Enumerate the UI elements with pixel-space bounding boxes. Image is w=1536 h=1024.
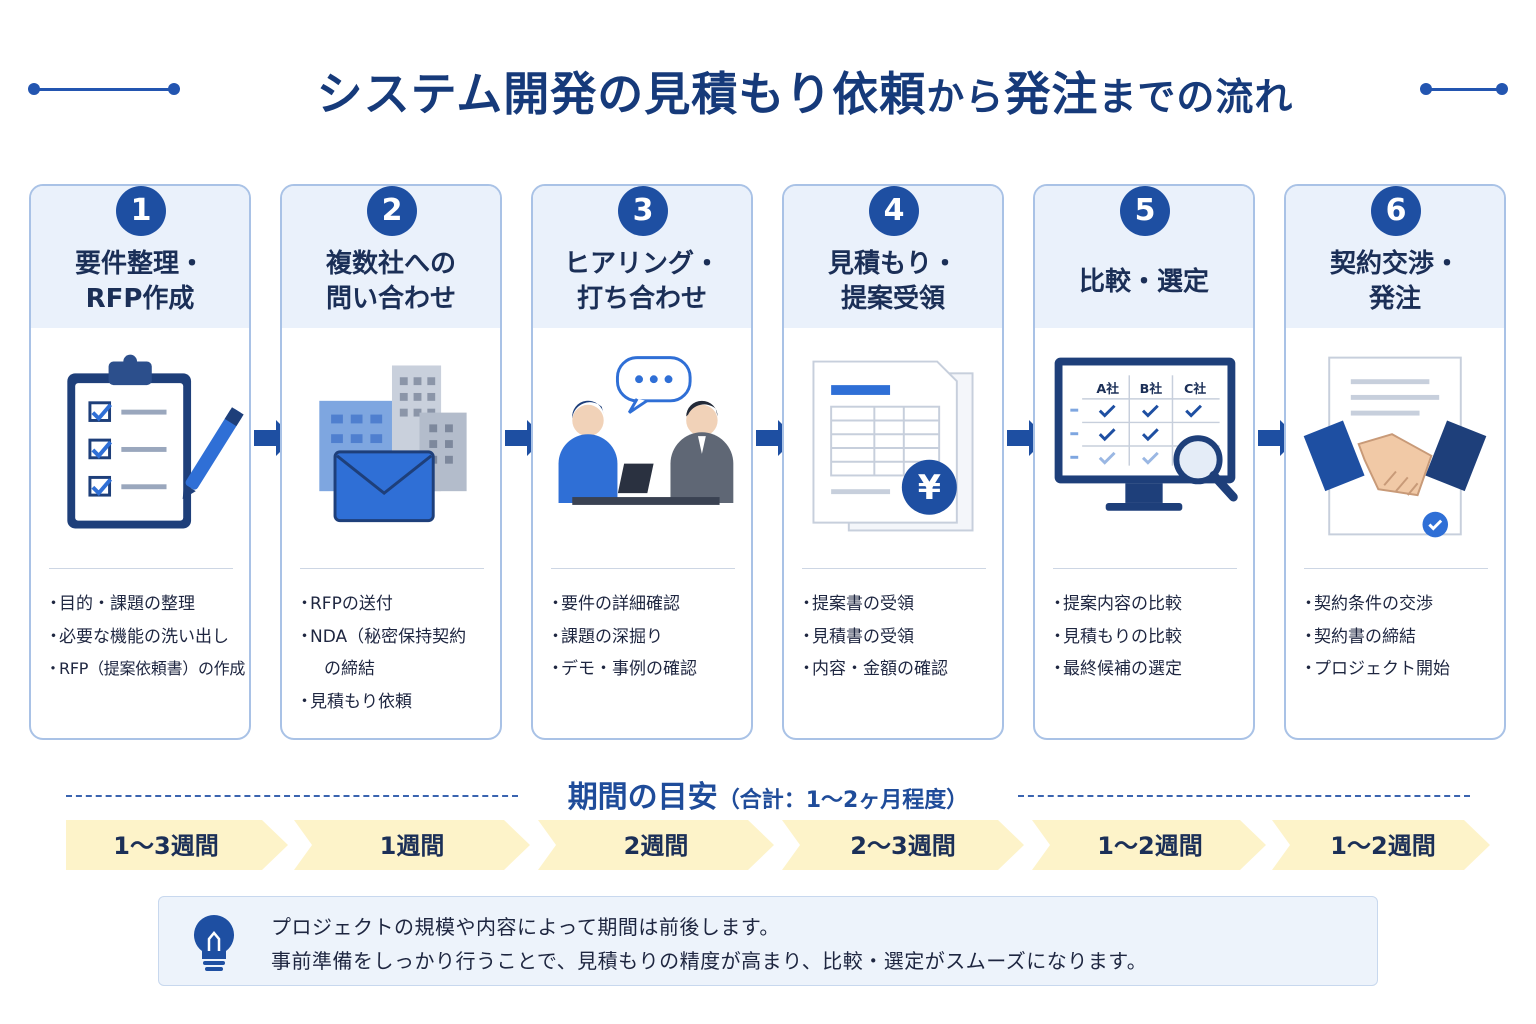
divider <box>49 568 233 569</box>
column-c-label: C社 <box>1184 381 1206 397</box>
dashed-rule-left <box>66 795 518 797</box>
duration-chevron-3 <box>538 820 774 870</box>
duration-chevron-4 <box>782 820 1024 870</box>
step-title: ヒアリング・ 打ち合わせ <box>563 249 720 314</box>
note-text: 事前準備をしっかり行うことで、見積もりの精度が高まり、比較・選定がスムーズになり… <box>271 949 1148 973</box>
divider <box>802 568 986 569</box>
step-card-1: 1 要件整理・ RFP作成 ・目的・課題の整理 ・必要な機能の洗い出し ・RFP… <box>29 184 251 740</box>
title-part: 発注 <box>1004 67 1099 121</box>
duration-label-5: 1〜2週間 <box>1097 832 1203 860</box>
title-dot <box>1420 83 1432 95</box>
step-bullet-list: ・RFPの送付 ・NDA（秘密保持契約の締結 ・見積もり依頼 <box>296 588 496 718</box>
duration-title: 期間の目安（合計：1〜2ヶ月程度） <box>567 780 969 815</box>
step-bullet-list: ・提案書の受領 ・見積書の受領 ・内容・金額の確認 <box>798 588 998 686</box>
title-rule-left <box>32 88 174 91</box>
quotation-document-icon: ¥ <box>812 360 974 532</box>
step-title: 比較・選定 <box>1078 266 1209 297</box>
duration-label-6: 1〜2週間 <box>1330 832 1436 860</box>
column-a-label: A社 <box>1096 381 1119 397</box>
step-number-badge: 4 <box>869 186 919 236</box>
note-box: プロジェクトの規模や内容によって期間は前後します。 事前準備をしっかり行うことで… <box>158 896 1378 986</box>
step-card-4: 4 見積もり・ 提案受領 ¥ ・提案書の受領 ・見積書の受領 ・内容・金額の確認 <box>782 184 1004 740</box>
step-card-3: 3 ヒアリング・ 打ち合わせ ・要件の詳細確認 ・課題の深掘り ・デモ・事例の確… <box>531 184 753 740</box>
clipboard-checklist-icon <box>67 354 244 529</box>
title-dot <box>28 83 40 95</box>
list-item: ・見積書の受領 <box>798 626 914 647</box>
duration-chevron-6 <box>1272 820 1490 870</box>
list-item: ・プロジェクト開始 <box>1300 659 1450 679</box>
title-rule-right <box>1426 88 1504 91</box>
step-card-2: 2 複数社への 問い合わせ ・RFPの送付 ・NDA（秘密保持契約の締結 ・見積… <box>280 184 502 740</box>
step-title: 契約交渉・ 発注 <box>1329 249 1460 314</box>
duration-chevron-2 <box>294 820 530 870</box>
divider <box>551 568 735 569</box>
title-part: から <box>926 75 1005 119</box>
list-item: ・見積もり依頼 <box>296 691 412 712</box>
note-text: プロジェクトの規模や内容によって期間は前後します。 <box>271 915 780 939</box>
divider <box>300 568 484 569</box>
divider <box>1304 568 1488 569</box>
step-bullet-list: ・契約条件の交渉 ・契約書の締結 ・プロジェクト開始 <box>1300 588 1500 686</box>
step-number-badge: 2 <box>367 186 417 236</box>
title-part: システム開発の見積もり依頼 <box>316 67 927 121</box>
duration-label-3: 2週間 <box>623 832 689 860</box>
step-bullet-list: ・提案内容の比較 ・見積もりの比較 ・最終候補の選定 <box>1049 588 1249 686</box>
step-title: 見積もり・ 提案受領 <box>827 249 958 314</box>
duration-chevron-5 <box>1032 820 1266 870</box>
step-number-badge: 1 <box>116 186 166 236</box>
step-title: 要件整理・ RFP作成 <box>74 249 205 314</box>
step-card-5: 5 比較・選定 A社 B社 C社 ・提案内容の比較 ・見積もりの比較 ・最終候補… <box>1033 184 1255 740</box>
list-item: ・見積もりの比較 <box>1049 626 1182 647</box>
step-bullet-list: ・目的・課題の整理 ・必要な機能の洗い出し ・RFP（提案依頼書）の作成 <box>45 588 245 686</box>
list-item: ・最終候補の選定 <box>1049 659 1182 679</box>
title-dot <box>168 83 180 95</box>
dashed-rule-right <box>1018 795 1470 797</box>
list-item: ・提案内容の比較 <box>1049 594 1182 614</box>
step-card-6: 6 契約交渉・ 発注 ・契約条件の交渉 ・契約書の締結 ・プロジェクト開始 <box>1284 184 1506 740</box>
title-part: までの流れ <box>1098 75 1294 119</box>
meeting-people-icon <box>558 356 734 505</box>
step-bullet-list: ・要件の詳細確認 ・課題の深掘り ・デモ・事例の確認 <box>547 588 747 686</box>
duration-chevron-1 <box>66 820 288 870</box>
title-dot <box>1496 83 1508 95</box>
list-item: ・契約条件の交渉 <box>1300 594 1433 614</box>
page-title: システム開発の見積もり依頼から発注までの流れ <box>200 58 1410 124</box>
yen-symbol: ¥ <box>918 468 941 507</box>
divider <box>1053 568 1237 569</box>
duration-label-1: 1〜3週間 <box>113 832 219 860</box>
list-item: ・デモ・事例の確認 <box>547 659 697 679</box>
list-item: ・内容・金額の確認 <box>798 659 948 679</box>
duration-label-2: 1週間 <box>379 832 445 860</box>
step-title: 複数社への 問い合わせ <box>325 249 456 314</box>
duration-label-4: 2〜3週間 <box>850 832 956 860</box>
list-item: ・契約書の締結 <box>1300 626 1416 647</box>
step-number-badge: 6 <box>1371 186 1421 236</box>
list-item: ・課題の深掘り <box>547 626 663 647</box>
list-item: ・提案書の受領 <box>798 594 914 614</box>
list-item: ・RFP（提案依頼書）の作成 <box>45 659 246 678</box>
buildings-mail-icon <box>319 365 467 523</box>
list-item: ・RFPの送付 <box>296 594 393 614</box>
list-item: ・要件の詳細確認 <box>547 594 680 614</box>
handshake-contract-icon <box>1303 356 1487 538</box>
list-item: ・NDA（秘密保持契約の締結 <box>296 626 467 680</box>
step-number-badge: 3 <box>618 186 668 236</box>
lightbulb-icon <box>194 915 234 971</box>
comparison-monitor-icon: A社 B社 C社 <box>1054 357 1238 511</box>
step-number-badge: 5 <box>1120 186 1170 236</box>
title-row: システム開発の見積もり依頼から発注までの流れ <box>0 50 1536 130</box>
list-item: ・目的・課題の整理 <box>45 594 195 614</box>
column-b-label: B社 <box>1140 381 1163 397</box>
list-item: ・必要な機能の洗い出し <box>45 626 229 647</box>
